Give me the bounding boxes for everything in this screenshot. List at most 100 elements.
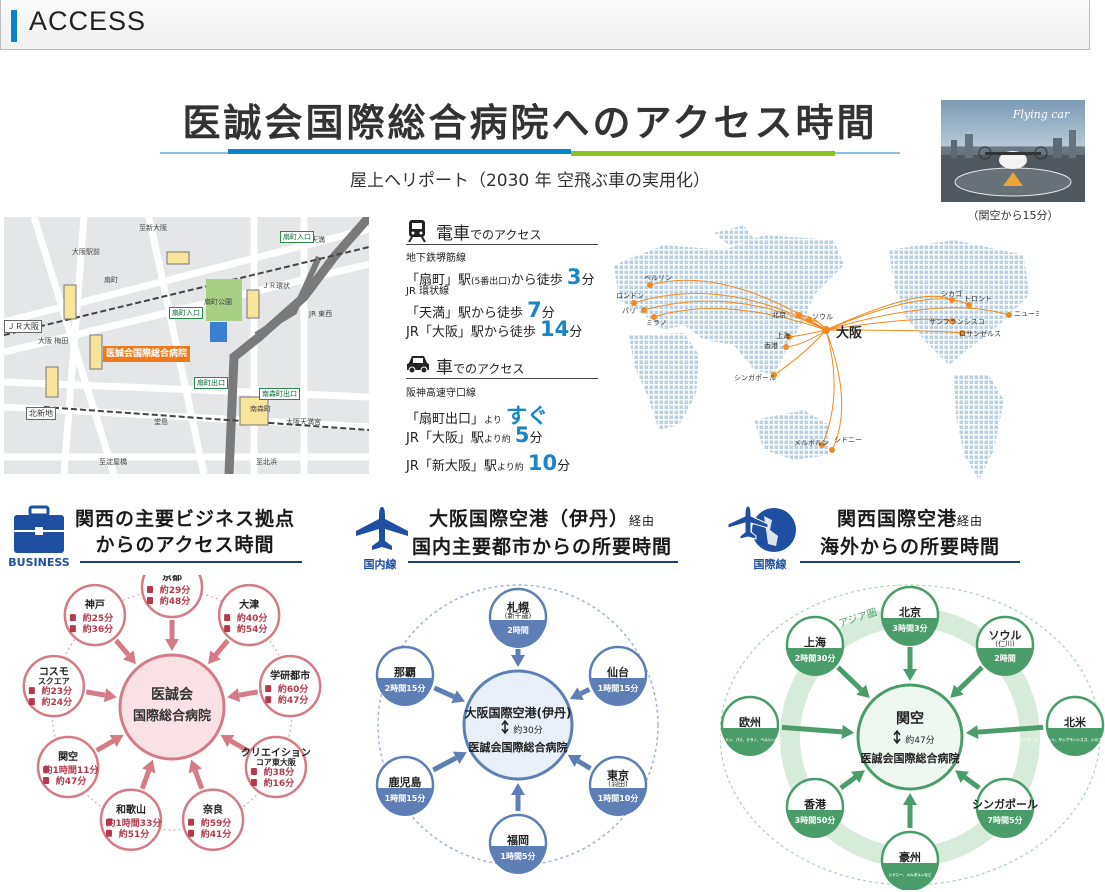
intl-node-time: シドニー、メルボルンなど <box>888 872 931 877</box>
business-node-time: 約36分 <box>83 623 114 635</box>
intl-node-time: 2時間30分 <box>795 653 836 663</box>
area-map: 医誠会国際総合病院 至新大阪 大阪駅前 ＪＲ大阪 大阪 梅田 扇町 北新地 堂島… <box>4 217 369 474</box>
intl-node-name: 上海 <box>804 635 826 649</box>
svg-text:香港: 香港 <box>764 341 778 350</box>
map-label: 扇町出口 <box>194 377 228 389</box>
map-label: 東天満 <box>304 236 325 244</box>
airplane-icon <box>356 507 408 550</box>
svg-text:シンガポール: シンガポール <box>734 373 776 382</box>
arrow-head <box>227 688 241 703</box>
svg-text:北京: 北京 <box>772 310 786 319</box>
business-node-time: 約23分 <box>42 685 73 697</box>
arrow-head <box>856 684 870 699</box>
arrow-head <box>841 724 855 739</box>
business-node-time: 約51分 <box>119 828 150 840</box>
domestic-diagram: 大阪国際空港(伊丹) 約30分 医誠会国際総合病院 札幌(新千歳)2時間仙台1時… <box>375 584 659 874</box>
route-arrow <box>957 665 984 692</box>
arrow-head <box>950 684 964 699</box>
svg-text:ロサンゼルス: ロサンゼルス <box>959 329 1001 338</box>
intl-node-name: 香港 <box>803 797 827 811</box>
world-hub-label: 大阪 <box>836 325 863 341</box>
business-node-time: 約47分 <box>56 775 87 787</box>
map-label: 堂島 <box>154 418 168 426</box>
car-route-1: 阪神高速守口線 「扇町出口」より すぐ <box>406 388 548 428</box>
route-arrow <box>95 738 115 753</box>
business-rule <box>80 561 302 563</box>
intl-center-line1: 関空 <box>896 710 924 727</box>
business-node-time: 約59分 <box>201 817 232 829</box>
domestic-node-name: 東京 <box>607 768 629 782</box>
intl-node-name: ソウル <box>989 629 1022 642</box>
business-node-time: 約41分 <box>201 828 232 840</box>
route-arrow <box>433 685 455 699</box>
arrow-head <box>188 759 202 774</box>
business-node-name2: コア東大阪 <box>256 757 297 767</box>
briefcase-icon <box>14 505 64 553</box>
domestic-node-sub: (新千歳) <box>505 611 532 620</box>
arrow-head <box>122 650 137 665</box>
intl-node-name: シンガポール <box>972 797 1038 811</box>
intl-node-time: ニューヨーク、トロント、サンフランシスコ、シカゴ、ロサンゼルスなど <box>1016 737 1105 742</box>
domestic-title: 大阪国際空港（伊丹）経由国内主要都市からの所要時間 <box>411 508 672 558</box>
domestic-node-time: 1時間10分 <box>598 793 639 803</box>
route-arrow <box>229 738 249 753</box>
business-node-name: 関空 <box>58 750 78 763</box>
business-node-time: 約1時間33分 <box>107 817 162 829</box>
page-title: 医誠会国際総合病院へのアクセス時間 <box>182 101 878 145</box>
intl-center-line3: 医誠会国際総合病院 <box>861 751 960 765</box>
business-node-time: 約24分 <box>42 696 73 708</box>
international-node: ソウル(仁川)2時間 <box>975 615 1035 676</box>
arrow-head <box>207 650 222 665</box>
route-arrow <box>238 689 259 698</box>
route-arrow <box>977 724 1044 735</box>
train-route-1: 地下鉄堺筋線 「扇町」駅(5番出口)から徒歩 3分 <box>406 253 595 289</box>
arrow-head <box>955 770 969 783</box>
domestic-node-name: 札幌 <box>506 600 529 614</box>
svg-text:ソウル: ソウル <box>812 313 833 321</box>
map-label: 扇町入口 <box>169 307 203 319</box>
route-arrow <box>781 724 843 735</box>
arrow-head <box>452 751 467 765</box>
arrow-head <box>511 783 525 795</box>
map-label: 大阪 梅田 <box>38 337 69 345</box>
arrow-head <box>220 734 235 748</box>
map-label: 南森町出口 <box>259 388 300 400</box>
map-label: 大阪駅前 <box>72 248 100 256</box>
map-label: ＪＲ大阪 <box>4 320 42 333</box>
arrow-head <box>511 655 525 667</box>
business-center-line1: 医誠会 <box>151 686 194 703</box>
car-route-2: JR「大阪」駅より約 5分 <box>406 423 543 447</box>
business-node-name: 神戸 <box>85 598 105 611</box>
business-node-time: 約48分 <box>160 595 191 607</box>
car-access-heading: 車でのアクセス <box>406 353 598 379</box>
international-title: 関西国際空港経由海外からの所要時間 <box>819 508 1000 558</box>
svg-text:ベルリン: ベルリン <box>644 274 672 282</box>
arrow-head <box>451 690 465 704</box>
map-hospital-label: 医誠会国際総合病院 <box>103 346 191 362</box>
domestic-center-line3: 医誠会国際総合病院 <box>469 740 568 754</box>
svg-text:トロント: トロント <box>964 295 992 303</box>
domestic-node-name: 福岡 <box>506 833 529 847</box>
train-access-heading: 電車でのアクセス <box>406 219 598 245</box>
arrow-head <box>103 688 117 703</box>
domestic-node-time: 2時間15分 <box>385 683 426 693</box>
business-node-name: 奈良 <box>202 803 223 816</box>
arrow-head <box>142 759 156 774</box>
route-arrow <box>85 689 106 698</box>
svg-text:ロンドン: ロンドン <box>616 292 644 300</box>
business-node-name: 京都 <box>162 575 182 583</box>
business-node-time: 約40分 <box>237 612 268 624</box>
business-node-time: 約16分 <box>264 777 295 789</box>
intl-node-time: 2時間 <box>994 653 1016 663</box>
header-title: ACCESS <box>29 6 147 36</box>
svg-text:パリ: パリ <box>622 307 636 315</box>
intl-node-time: 7時間5分 <box>987 815 1022 825</box>
